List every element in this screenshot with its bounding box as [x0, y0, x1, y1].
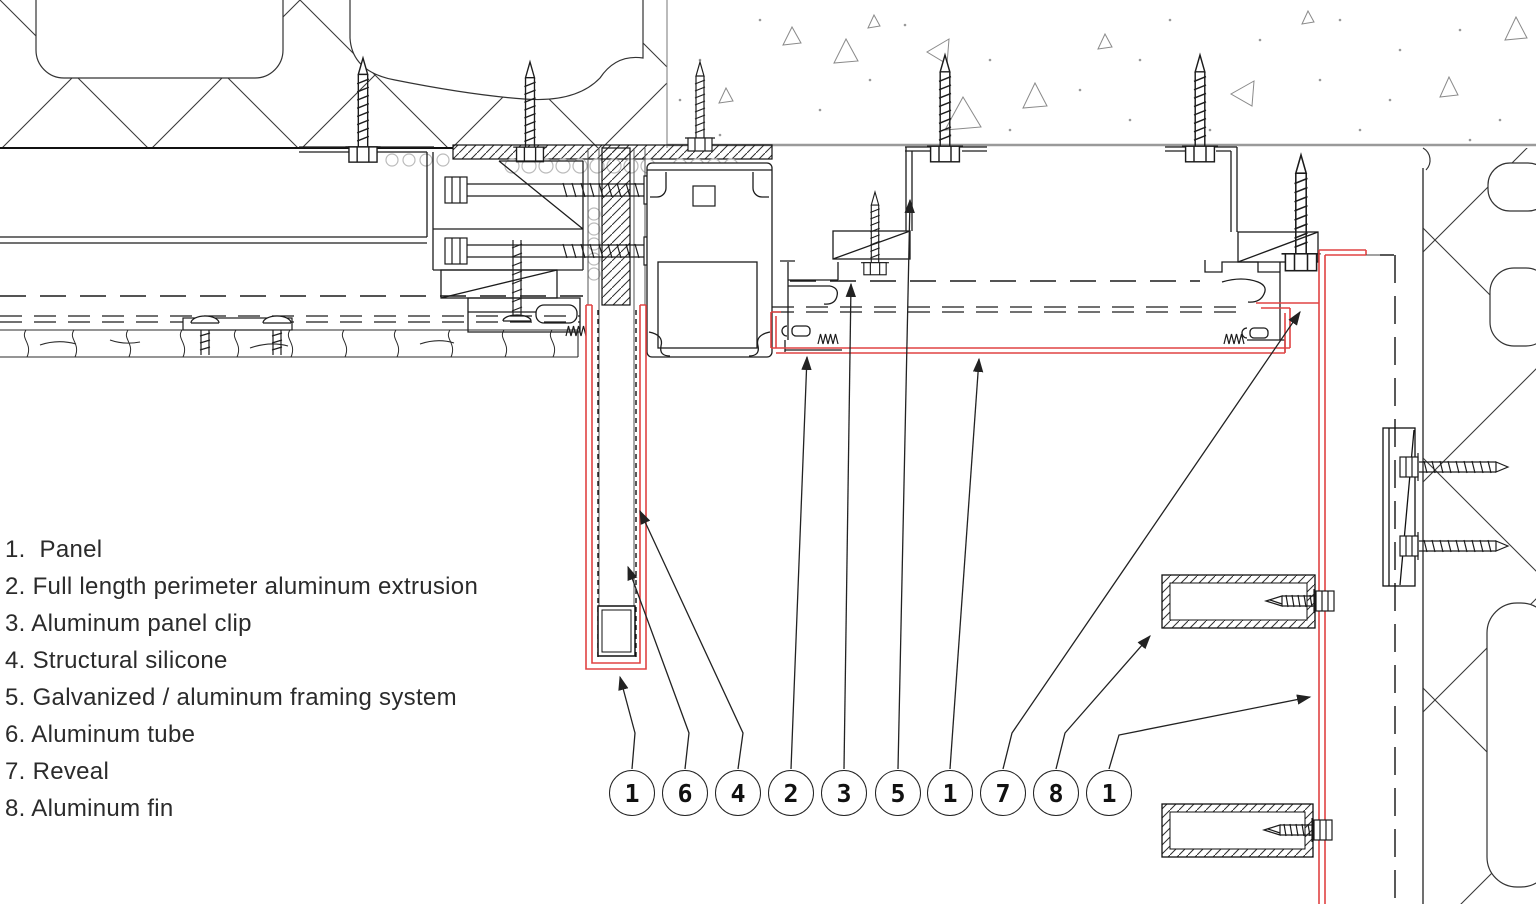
left-wall-hatched-region — [0, 0, 668, 149]
panel-vertical-red-outline — [585, 304, 647, 670]
callout-bubble: 8 — [1033, 770, 1079, 816]
legend-item: 4. Structural silicone — [5, 647, 228, 674]
panel-horizontal-red-outline — [770, 249, 1367, 904]
callout-bubble: 1 — [1086, 770, 1132, 816]
ceiling-screw — [926, 54, 964, 163]
gasket-coil — [1223, 333, 1245, 345]
legend-item: 6. Aluminum tube — [5, 721, 196, 748]
wall-cutout-blob — [349, 0, 644, 101]
callout-bubble: 1 — [927, 770, 973, 816]
panel-clip-extrusion-left — [780, 260, 842, 352]
panel-clip-extrusion-right — [1204, 260, 1286, 352]
fin-aluminum-tube-upper — [1161, 574, 1335, 629]
dashed-grid-line-vertical — [1380, 254, 1396, 904]
fin-aluminum-tube-lower — [1161, 803, 1333, 858]
callout-leader-lines — [618, 198, 1312, 770]
blocking-screw-right — [1280, 154, 1322, 272]
callout-bubble: 2 — [768, 770, 814, 816]
legend-item: 3. Aluminum panel clip — [5, 610, 252, 637]
legend-item: 2. Full length perimeter aluminum extrus… — [5, 573, 479, 600]
right-wall-hatched-region — [1422, 147, 1536, 904]
panel-kerf-clip-left-wall — [467, 297, 581, 333]
callout-bubble: 7 — [980, 770, 1026, 816]
gasket-coil-left — [565, 325, 587, 337]
ceiling-screw — [1181, 54, 1219, 163]
aluminum-tube-bottom — [597, 605, 636, 657]
concrete-speckle-triangles — [718, 9, 1528, 131]
ceiling-screw — [684, 61, 716, 152]
blocking-screw-mid — [860, 191, 890, 276]
hanger-nut — [692, 185, 716, 207]
structural-silicone-dashed — [597, 310, 637, 657]
wall-anchor-screw-lower — [1399, 532, 1510, 560]
through-bolt-upper — [444, 175, 666, 205]
callout-bubble: 4 — [715, 770, 761, 816]
interior-dashed-lines-right — [772, 280, 1245, 313]
aluminum-mullion-tube — [646, 162, 773, 358]
legend: 1. Panel 2. Full length perimeter aluminu… — [5, 531, 478, 827]
wall-cutout-blob — [35, 0, 284, 79]
wall-mount-plate — [1382, 427, 1416, 587]
blocking-plate-screws — [182, 315, 293, 355]
legend-item: 7. Reveal — [5, 758, 110, 785]
legend-item: 5. Galvanized / aluminum framing system — [5, 684, 457, 711]
callout-bubble: 3 — [821, 770, 867, 816]
concrete-slab-region — [667, 9, 1536, 147]
callout-bubble: 6 — [662, 770, 708, 816]
callout-bubble: 1 — [609, 770, 655, 816]
gasket-coil — [817, 333, 839, 345]
callout-bubble: 5 — [875, 770, 921, 816]
through-bolt-lower — [444, 236, 666, 266]
legend-item: 1. Panel — [5, 536, 103, 563]
legend-item: 8. Aluminum fin — [5, 795, 174, 822]
wall-anchor-screw-upper — [1399, 453, 1510, 481]
shim-hatched-bar — [601, 147, 631, 306]
concrete-speckle-dots — [678, 18, 1502, 142]
wood-blocking-band — [0, 329, 579, 358]
panel-return-lines — [587, 148, 646, 606]
clip-screw — [511, 240, 523, 315]
